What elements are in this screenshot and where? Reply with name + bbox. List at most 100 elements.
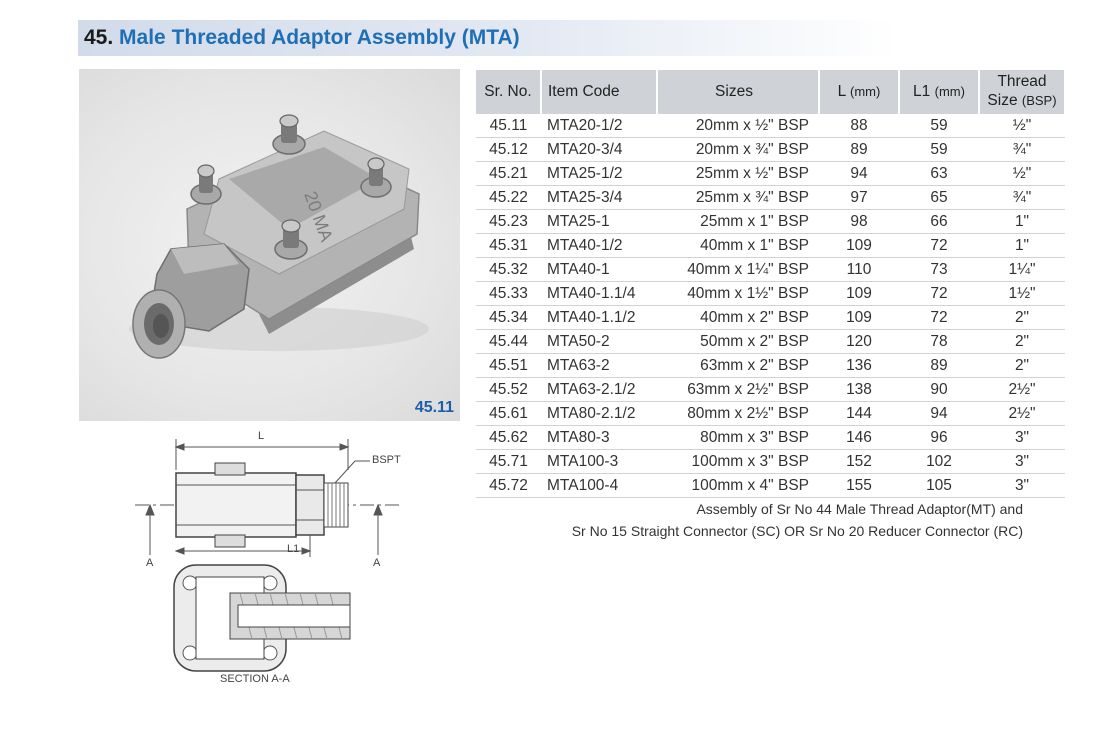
cell-l1: 73 xyxy=(899,257,979,282)
cell-sr: 45.12 xyxy=(476,137,541,162)
section-title: Male Threaded Adaptor Assembly (MTA) xyxy=(119,26,520,49)
cell-sr: 45.22 xyxy=(476,185,541,210)
cell-l1: 59 xyxy=(899,137,979,162)
cell-l1: 59 xyxy=(899,114,979,138)
header-thread-top: Thread xyxy=(997,73,1047,91)
cell-thread: 3" xyxy=(979,449,1065,474)
section-caption: SECTION A-A xyxy=(220,673,290,685)
cell-code: MTA63-2.1/2 xyxy=(541,377,657,402)
section-number: 45. xyxy=(84,26,114,49)
cell-l: 120 xyxy=(819,329,899,354)
cell-size: 25mm x 1" BSP xyxy=(657,209,819,234)
cell-thread: 1¼" xyxy=(979,257,1065,282)
cell-size: 20mm x ½" BSP xyxy=(657,114,819,138)
header-thread-unit: (BSP) xyxy=(1021,93,1057,108)
section-a-right-label: A xyxy=(373,557,381,569)
cell-size: 50mm x 2" BSP xyxy=(657,329,819,354)
cell-l1: 63 xyxy=(899,161,979,186)
cell-thread: 2" xyxy=(979,305,1065,330)
product-photo: 20 MA 45.11 xyxy=(79,69,460,421)
cell-code: MTA40-1.1/4 xyxy=(541,281,657,306)
cell-l: 155 xyxy=(819,473,899,498)
cell-l: 88 xyxy=(819,114,899,138)
cell-l: 109 xyxy=(819,281,899,306)
cell-sr: 45.52 xyxy=(476,377,541,402)
section-drawing xyxy=(135,439,400,672)
cell-l: 109 xyxy=(819,233,899,258)
title-bar xyxy=(78,20,898,56)
cell-l: 97 xyxy=(819,185,899,210)
cell-code: MTA40-1.1/2 xyxy=(541,305,657,330)
header-thread-bottom: Size xyxy=(987,92,1018,109)
cell-sr: 45.31 xyxy=(476,233,541,258)
cell-sr: 45.32 xyxy=(476,257,541,282)
cell-size: 25mm x ½" BSP xyxy=(657,161,819,186)
cell-l1: 105 xyxy=(899,473,979,498)
cell-code: MTA40-1 xyxy=(541,257,657,282)
cell-l: 138 xyxy=(819,377,899,402)
cell-code: MTA100-4 xyxy=(541,473,657,498)
header-l1-unit: (mm) xyxy=(934,83,965,99)
dimension-l1-label: L1 xyxy=(287,543,300,555)
technical-drawing: L BSPT L1 A A SECTION A-A xyxy=(130,425,420,695)
cell-sr: 45.51 xyxy=(476,353,541,378)
cell-sr: 45.33 xyxy=(476,281,541,306)
section-a-left-label: A xyxy=(146,557,154,569)
cell-code: MTA25-3/4 xyxy=(541,185,657,210)
photo-label: 45.11 xyxy=(414,399,454,416)
cell-thread: ½" xyxy=(979,161,1065,186)
table-header-row: Sr. No. Item Code Sizes L (mm) L1 (mm) T… xyxy=(476,70,1066,114)
cell-l: 94 xyxy=(819,161,899,186)
cell-sr: 45.11 xyxy=(476,114,541,138)
note-line-1: Assembly of Sr No 44 Male Thread Adaptor… xyxy=(696,501,1023,517)
cell-sr: 45.71 xyxy=(476,449,541,474)
header-sizes: Sizes xyxy=(657,70,820,114)
cell-l: 152 xyxy=(819,449,899,474)
cell-thread: 3" xyxy=(979,473,1065,498)
header-l-unit: (mm) xyxy=(850,83,881,99)
cell-l: 136 xyxy=(819,353,899,378)
cell-sr: 45.34 xyxy=(476,305,541,330)
header-code: Item Code xyxy=(541,70,658,114)
cell-code: MTA25-1/2 xyxy=(541,161,657,186)
cell-code: MTA20-3/4 xyxy=(541,137,657,162)
cell-code: MTA40-1/2 xyxy=(541,233,657,258)
cell-code: MTA20-1/2 xyxy=(541,114,657,138)
cell-l1: 89 xyxy=(899,353,979,378)
cell-size: 40mm x 2" BSP xyxy=(657,305,819,330)
cell-sr: 45.62 xyxy=(476,425,541,450)
cell-size: 100mm x 3" BSP xyxy=(657,449,819,474)
cell-code: MTA63-2 xyxy=(541,353,657,378)
cell-l: 89 xyxy=(819,137,899,162)
cell-sr: 45.61 xyxy=(476,401,541,426)
cell-l1: 94 xyxy=(899,401,979,426)
cell-size: 63mm x 2" BSP xyxy=(657,353,819,378)
cell-size: 25mm x ¾" BSP xyxy=(657,185,819,210)
cell-l1: 72 xyxy=(899,305,979,330)
cell-l: 110 xyxy=(819,257,899,282)
cell-code: MTA80-3 xyxy=(541,425,657,450)
cell-code: MTA100-3 xyxy=(541,449,657,474)
page-title: 45. Male Threaded Adaptor Assembly (MTA) xyxy=(84,26,520,50)
cell-size: 40mm x 1½" BSP xyxy=(657,281,819,306)
cell-code: MTA80-2.1/2 xyxy=(541,401,657,426)
cell-sr: 45.23 xyxy=(476,209,541,234)
cell-thread: 2" xyxy=(979,329,1065,354)
cell-size: 100mm x 4" BSP xyxy=(657,473,819,498)
cell-l: 98 xyxy=(819,209,899,234)
cell-thread: 2" xyxy=(979,353,1065,378)
cell-l1: 72 xyxy=(899,233,979,258)
cell-thread: ¾" xyxy=(979,137,1065,162)
cell-thread: 2½" xyxy=(979,401,1065,426)
